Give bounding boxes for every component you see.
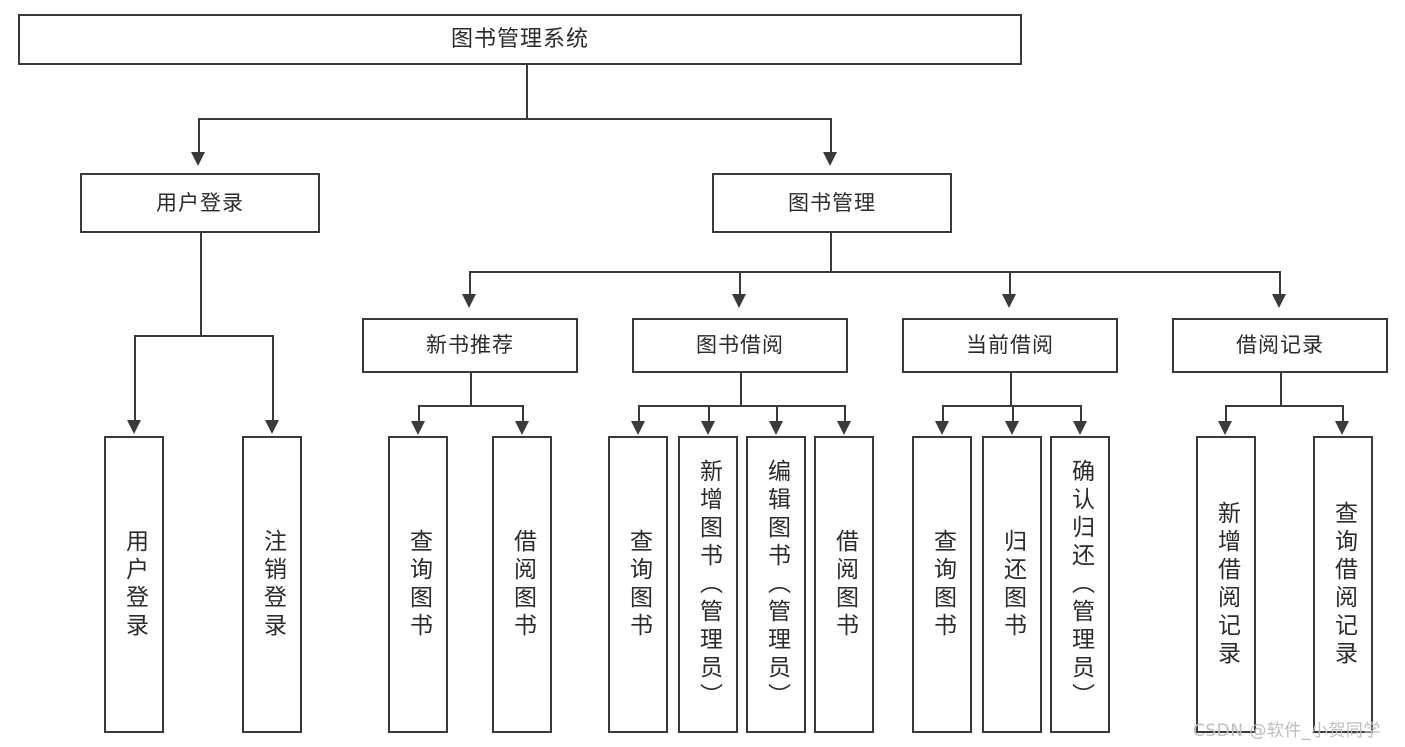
leaf-add-borrow-record[interactable]: 新增借阅记录 [1196,436,1256,733]
node-label: 用户登录 [156,190,244,215]
node-label: 查询图书 [625,528,652,641]
node-current-borrow[interactable]: 当前借阅 [902,318,1118,373]
connector-user-login-trunk [200,233,202,335]
node-label: 归还图书 [999,528,1026,641]
connector-book-borrow-leaf2 [708,405,710,422]
leaf-add-book-admin[interactable]: 新增图书（管理员） [678,436,738,733]
node-label: 图书管理 [788,190,876,215]
leaf-query-borrow-record[interactable]: 查询借阅记录 [1313,436,1373,733]
arrowhead-leaf-query-book-2 [631,421,645,435]
node-label: 当前借阅 [966,333,1054,358]
arrowhead-leaf-query-book-3 [935,421,949,435]
arrowhead-new-book [462,294,476,308]
arrowhead-leaf-query-book-1 [411,421,425,435]
node-root-system[interactable]: 图书管理系统 [18,14,1022,65]
connector-new-book-splitbar [418,405,522,407]
leaf-query-book-borrow[interactable]: 查询图书 [608,436,668,733]
connector-to-book-manage [830,118,832,153]
node-label: 借阅图书 [831,528,858,641]
arrowhead-book-borrow [732,294,746,308]
node-label: 借阅图书 [509,528,536,641]
node-label: 注销登录 [259,528,286,641]
connector-book-borrow-leaf3 [776,405,778,422]
arrowhead-leaf-borrow-book-1 [515,421,529,435]
arrowhead-leaf-add-record [1218,421,1232,435]
connector-user-login-leaf1 [134,335,136,421]
connector-current-borrow-leaf2 [1012,405,1014,422]
connector-current-borrow-splitbar [942,405,1080,407]
connector-new-book-leaf1 [418,405,420,422]
node-label: 编辑图书（管理员） [763,458,790,711]
leaf-query-book-current[interactable]: 查询图书 [912,436,972,733]
node-label: 查询借阅记录 [1330,500,1357,669]
arrowhead-leaf-user-login [127,420,141,434]
connector-current-borrow-leaf3 [1080,405,1082,422]
node-label: 查询图书 [405,528,432,641]
connector-new-book-leaf2 [522,405,524,422]
connector-current-borrow-leaf1 [942,405,944,422]
connector-book-borrow-leaf1 [638,405,640,422]
connector-book-manage-splitbar [469,271,1281,273]
connector-current-borrow-trunk [1010,373,1012,405]
connector-to-current-borrow [1009,271,1011,295]
connector-borrow-record-leaf2 [1342,405,1344,422]
leaf-borrow-book[interactable]: 借阅图书 [814,436,874,733]
connector-book-borrow-leaf4 [844,405,846,422]
connector-book-borrow-splitbar [638,405,844,407]
node-label: 借阅记录 [1236,333,1324,358]
arrowhead-leaf-borrow-book-2 [837,421,851,435]
connector-book-borrow-trunk [740,373,742,405]
node-label: 用户登录 [121,528,148,641]
leaf-logout[interactable]: 注销登录 [242,436,302,733]
connector-borrow-record-trunk [1280,373,1282,405]
leaf-borrow-book-recommend[interactable]: 借阅图书 [492,436,552,733]
arrowhead-borrow-record [1272,294,1286,308]
connector-book-manage-trunk [830,233,832,271]
node-label: 图书管理系统 [450,26,589,52]
leaf-confirm-return-admin[interactable]: 确认归还（管理员） [1050,436,1110,733]
arrowhead-leaf-edit-book [769,421,783,435]
node-label: 确认归还（管理员） [1067,458,1094,711]
arrowhead-leaf-query-record [1335,421,1349,435]
node-label: 新增图书（管理员） [695,458,722,711]
arrowhead-leaf-logout [265,420,279,434]
node-user-login[interactable]: 用户登录 [80,173,320,233]
arrowhead-leaf-confirm-return [1073,421,1087,435]
arrowhead-leaf-return-book [1005,421,1019,435]
node-label: 图书借阅 [696,333,784,358]
node-label: 新书推荐 [426,333,514,358]
node-label: 查询图书 [929,528,956,641]
leaf-edit-book-admin[interactable]: 编辑图书（管理员） [746,436,806,733]
connector-to-book-borrow [739,271,741,295]
connector-to-new-book [469,271,471,295]
arrowhead-leaf-add-book [701,421,715,435]
node-label: 新增借阅记录 [1213,500,1240,669]
node-borrow-record[interactable]: 借阅记录 [1172,318,1388,373]
connector-to-user-login [198,118,200,153]
leaf-query-book-recommend[interactable]: 查询图书 [388,436,448,733]
node-new-book-recommend[interactable]: 新书推荐 [362,318,578,373]
leaf-return-book[interactable]: 归还图书 [982,436,1042,733]
watermark-text: CSDN @软件_小贺同学 [1193,721,1381,741]
connector-user-login-splitbar [134,335,272,337]
arrowhead-current-borrow [1002,294,1016,308]
node-book-manage[interactable]: 图书管理 [712,173,952,233]
arrowhead-book-manage [823,152,837,166]
connector-user-login-leaf2 [272,335,274,421]
connector-root-trunk [526,65,528,118]
node-book-borrow[interactable]: 图书借阅 [632,318,848,373]
connector-root-splitbar [198,118,830,120]
connector-new-book-trunk [470,373,472,405]
arrowhead-user-login [191,152,205,166]
leaf-user-login[interactable]: 用户登录 [104,436,164,733]
connector-borrow-record-splitbar [1225,405,1342,407]
connector-to-borrow-record [1279,271,1281,295]
connector-borrow-record-leaf1 [1225,405,1227,422]
